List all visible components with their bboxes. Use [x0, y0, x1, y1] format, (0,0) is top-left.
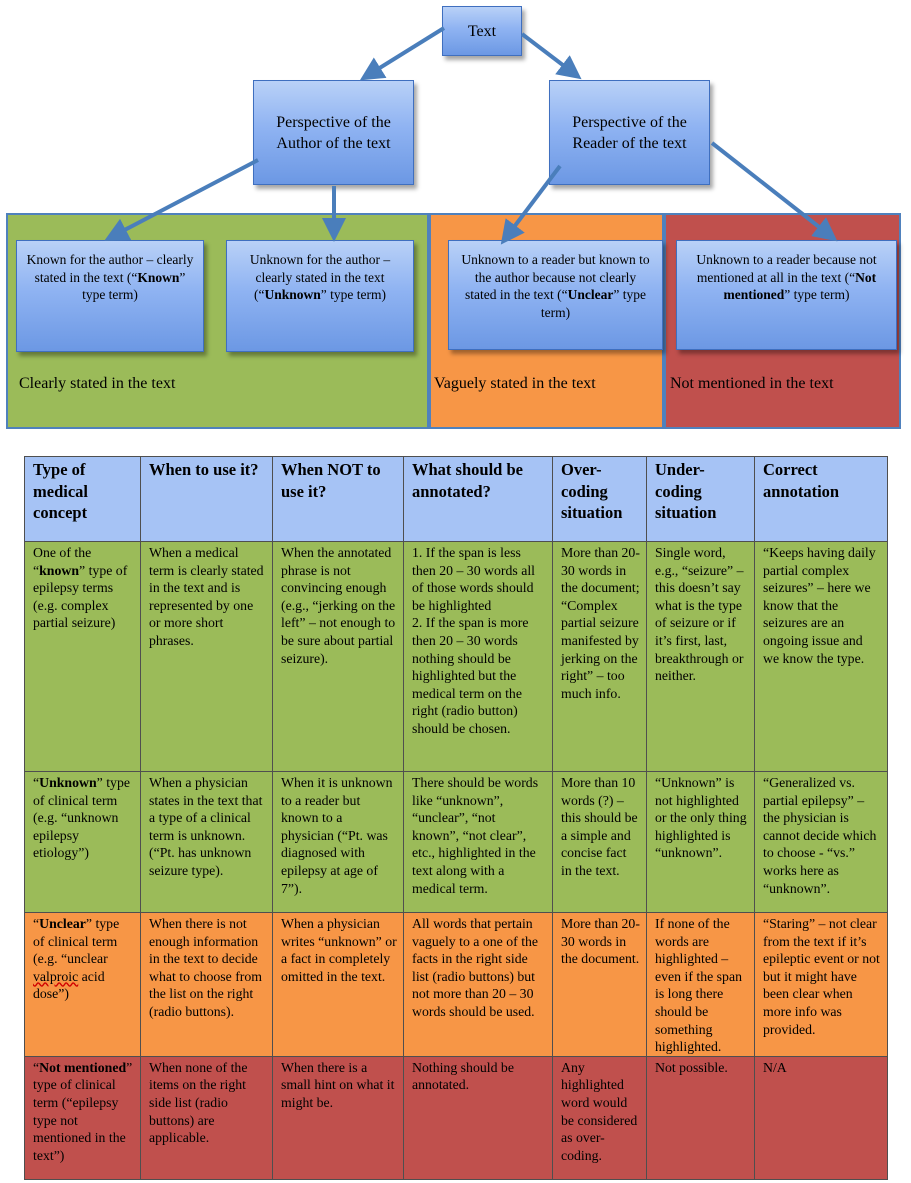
table-cell: If none of the words are highlighted – e… — [646, 912, 755, 1057]
known-term-box: Known for the author – clearly stated in… — [16, 240, 204, 352]
table-cell: More than 20-30 words in the document. — [552, 912, 647, 1057]
table-cell: “Staring” – not clear from the text if i… — [754, 912, 888, 1057]
arrow-text-to-author — [359, 26, 446, 81]
known-term-label: Known for the author – clearly stated in… — [26, 252, 194, 302]
root-text-label: Text — [467, 23, 497, 40]
table-cell: “Unknown” is not highlighted or the only… — [646, 771, 755, 913]
table-cell: When there is a small hint on what it mi… — [272, 1055, 404, 1180]
table-cell: “Keeps having daily partial complex seiz… — [754, 541, 888, 772]
region-label-vague: Vaguely stated in the text — [434, 375, 596, 392]
header-when-not: When NOT to use it? — [272, 456, 404, 542]
table-row-unclear: “Unclear” type of clinical term (e.g. “u… — [24, 912, 888, 1057]
unclear-term-label: Unknown to a reader but known to the aut… — [461, 252, 650, 320]
unknown-term-box: Unknown for the author – clearly stated … — [226, 240, 414, 352]
root-text-box: Text — [442, 6, 522, 56]
arrow-text-to-reader — [520, 32, 582, 80]
table-cell: When there is not enough information in … — [140, 912, 273, 1057]
table-cell: When it is unknown to a reader but known… — [272, 771, 404, 913]
header-type: Type of medical concept — [24, 456, 141, 542]
region-label-notmentioned: Not mentioned in the text — [670, 375, 834, 392]
table-cell: There should be words like “unknown”, “u… — [403, 771, 553, 913]
table-cell: “Unclear” type of clinical term (e.g. “u… — [24, 912, 141, 1057]
reader-perspective-label: Perspective of the Reader of the text — [572, 113, 687, 152]
table-cell: “Generalized vs. partial epilepsy” – the… — [754, 771, 888, 913]
table-cell: When a physician writes “unknown” or a f… — [272, 912, 404, 1057]
table-header-row: Type of medical concept When to use it? … — [24, 456, 888, 542]
notmentioned-term-label: Unknown to a reader because not mentione… — [696, 252, 877, 302]
header-undercoding: Under-coding situation — [646, 456, 755, 542]
unclear-term-box: Unknown to a reader but known to the aut… — [448, 240, 663, 350]
header-what: What should be annotated? — [403, 456, 553, 542]
region-label-clear: Clearly stated in the text — [19, 375, 176, 392]
table-cell: More than 20-30 words in the document; “… — [552, 541, 647, 772]
table-cell: Any highlighted word would be considered… — [552, 1055, 647, 1180]
unknown-term-label: Unknown for the author – clearly stated … — [249, 252, 391, 302]
header-correct: Correct annotation — [754, 456, 888, 542]
table-cell: Not possible. — [646, 1055, 755, 1180]
header-overcoding: Over-coding situation — [552, 456, 647, 542]
table-cell: Nothing should be annotated. — [403, 1055, 553, 1180]
table-cell: Single word, e.g., “seizure” – this does… — [646, 541, 755, 772]
table-cell: All words that pertain vaguely to a one … — [403, 912, 553, 1057]
reader-perspective-box: Perspective of the Reader of the text — [549, 80, 710, 185]
table-cell: N/A — [754, 1055, 888, 1180]
table-cell: When a medical term is clearly stated in… — [140, 541, 273, 772]
table-cell: “Unknown” type of clinical term (e.g. “u… — [24, 771, 141, 913]
table-cell: “Not mentioned” type of clinical term (“… — [24, 1055, 141, 1180]
table-cell: 1. If the span is less then 20 – 30 word… — [403, 541, 553, 772]
table-cell: More than 10 words (?) – this should be … — [552, 771, 647, 913]
author-perspective-label: Perspective of the Author of the text — [276, 113, 391, 152]
notmentioned-term-box: Unknown to a reader because not mentione… — [676, 240, 897, 350]
table-cell: When a physician states in the text that… — [140, 771, 273, 913]
header-when: When to use it? — [140, 456, 273, 542]
table-row-unknown: “Unknown” type of clinical term (e.g. “u… — [24, 771, 888, 913]
annotation-guidelines-table: Type of medical concept When to use it? … — [24, 456, 888, 1180]
table-cell: When none of the items on the right side… — [140, 1055, 273, 1180]
table-row-known: One of the “known” type of epilepsy term… — [24, 541, 888, 772]
table-cell: When the annotated phrase is not convinc… — [272, 541, 404, 772]
author-perspective-box: Perspective of the Author of the text — [253, 80, 414, 185]
table-row-not-mentioned: “Not mentioned” type of clinical term (“… — [24, 1055, 888, 1180]
table-cell: One of the “known” type of epilepsy term… — [24, 541, 141, 772]
